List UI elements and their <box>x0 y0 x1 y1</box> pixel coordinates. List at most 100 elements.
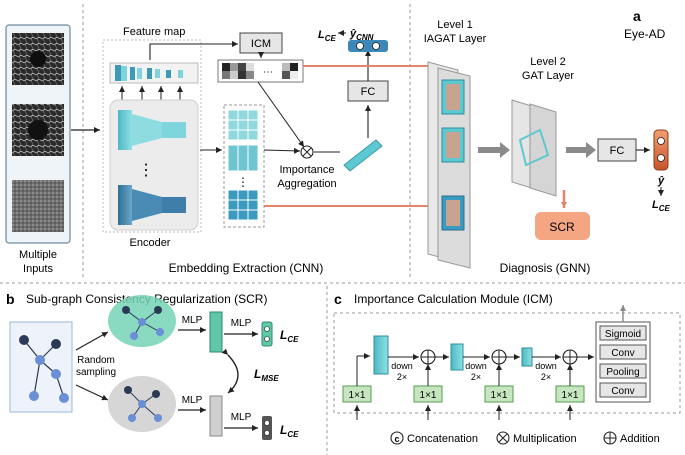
embedding-caption: Embedding Extraction (CNN) <box>169 261 324 275</box>
fc-right-label: FC <box>610 145 625 157</box>
emb-vector-1 <box>209 311 223 353</box>
legend-mult-icon-x <box>498 433 508 443</box>
final-output-bar <box>653 129 669 171</box>
sample-arrow-2 <box>75 384 109 401</box>
pred-bar-2-dot-2 <box>264 430 270 436</box>
pred-bar-2 <box>262 416 272 440</box>
icm-box-label: ICM <box>251 38 271 50</box>
ycnn: ŷCNN <box>349 28 374 42</box>
lce-b-2: LCE <box>280 423 299 439</box>
diagnosis-caption: Diagnosis (GNN) <box>500 261 591 275</box>
legend-concat-symbol: c <box>394 434 399 444</box>
panel-a-letter: a <box>633 8 641 24</box>
oct-image-1-fovea <box>30 51 46 67</box>
legend-add-icon-plus <box>604 432 616 444</box>
head-stack-boxes <box>599 325 647 398</box>
scr-box <box>535 212 590 240</box>
level2-graph <box>518 128 550 167</box>
oct-image-2-fovea <box>28 120 48 140</box>
lce-b-1: LCE <box>280 328 299 344</box>
down-factor-2: 2× <box>471 372 481 382</box>
importance-label-1: Importance <box>279 164 334 176</box>
random-label-2: sampling <box>76 367 116 378</box>
aggregated-vector <box>343 139 383 172</box>
lmse: LMSE <box>254 367 279 383</box>
stack-conv-1: Conv <box>611 348 634 359</box>
level2-label-1: Level 2 <box>530 56 565 68</box>
pred-bar-1-dot-1 <box>264 326 270 332</box>
mlp-label-1: MLP <box>182 315 203 326</box>
mse-arc <box>221 348 239 394</box>
down-label-3: down <box>535 361 557 371</box>
pred-bar-1-dot-2 <box>264 336 270 342</box>
conv1x1-label-4: 1×1 <box>562 390 579 401</box>
importance-label-2: Aggregation <box>277 178 336 190</box>
pred-bar-1 <box>261 321 273 347</box>
sample-arrow-1 <box>75 331 109 351</box>
stack-sigmoid: Sigmoid <box>605 329 641 340</box>
final-output-dot-2 <box>657 154 665 162</box>
legend-concat: Concatenation <box>407 433 478 445</box>
oct-image-3 <box>12 180 64 232</box>
down-factor-3: 2× <box>541 372 551 382</box>
fc-top-label: FC <box>361 86 376 98</box>
cnn-output-dot-2 <box>372 42 380 50</box>
final-output-dot-1 <box>657 137 665 145</box>
emb-vector-2 <box>209 395 223 437</box>
stack-conv-2: Conv <box>611 386 634 397</box>
inputs-label-2: Inputs <box>23 263 53 275</box>
gray-arrow-1 <box>478 142 510 158</box>
conv-up-arrows <box>356 353 573 386</box>
subgraph-1-nodes <box>122 306 164 340</box>
legend-add: Addition <box>620 433 660 445</box>
down-label-2: down <box>465 361 487 371</box>
legend-mult: Multiplication <box>513 433 577 445</box>
subgraph-2-nodes <box>124 386 162 422</box>
encoder-ellipsis: ⋮ <box>138 162 154 179</box>
encoder-upper <box>118 110 186 150</box>
icm-input-arrows <box>354 405 573 420</box>
conv1x1-label-1: 1×1 <box>349 390 366 401</box>
random-label-1: Random <box>77 355 115 366</box>
pred-bar-2-dot-1 <box>264 420 270 426</box>
inputs-label-1: Multiple <box>19 249 57 261</box>
encoder-label: Encoder <box>130 237 171 249</box>
level1-label-2: IAGAT Layer <box>424 33 487 45</box>
icm-frame <box>333 312 681 414</box>
encoder-lower <box>118 185 186 225</box>
conv1x1-label-3: 1×1 <box>491 390 508 401</box>
level2-label-2: GAT Layer <box>522 70 575 82</box>
feature-region <box>102 39 202 233</box>
feature-map-stack <box>109 62 199 84</box>
panel-b-letter: b <box>6 291 15 307</box>
cnn-output-dot-1 <box>356 42 364 50</box>
level2-plane-front <box>529 103 557 197</box>
embedding-ellipsis: ⋮ <box>237 175 249 189</box>
add-nodes <box>420 349 578 365</box>
panel-c-title: Importance Calculation Module (ICM) <box>354 292 553 306</box>
cube-2 <box>450 343 464 371</box>
mlp-label-2: MLP <box>182 395 203 406</box>
mlp-label-3: MLP <box>231 318 252 329</box>
feature-map-label: Feature map <box>123 26 185 38</box>
attention-matrix <box>217 59 304 83</box>
down-factor-1: 2× <box>397 372 407 382</box>
lce-top: LCE <box>318 29 337 43</box>
matrix-to-mult-arrow <box>257 81 305 148</box>
graph-input-nodes <box>19 335 69 403</box>
legend-concat-icon <box>390 431 404 445</box>
embedding-grid <box>227 109 259 221</box>
stack-pooling: Pooling <box>606 367 639 378</box>
conv1x1-label-2: 1×1 <box>420 390 437 401</box>
level1-nodes <box>441 79 465 231</box>
conv1x1-boxes <box>342 385 585 403</box>
emb-to-mult-arrow <box>263 147 301 154</box>
matrix-dots: ⋯ <box>263 67 273 78</box>
scr-box-label: SCR <box>549 220 575 234</box>
yhat: ŷ <box>657 175 665 187</box>
panel-c-letter: c <box>334 291 342 307</box>
lce-right: LCE <box>652 199 671 213</box>
cube-1 <box>373 335 389 375</box>
